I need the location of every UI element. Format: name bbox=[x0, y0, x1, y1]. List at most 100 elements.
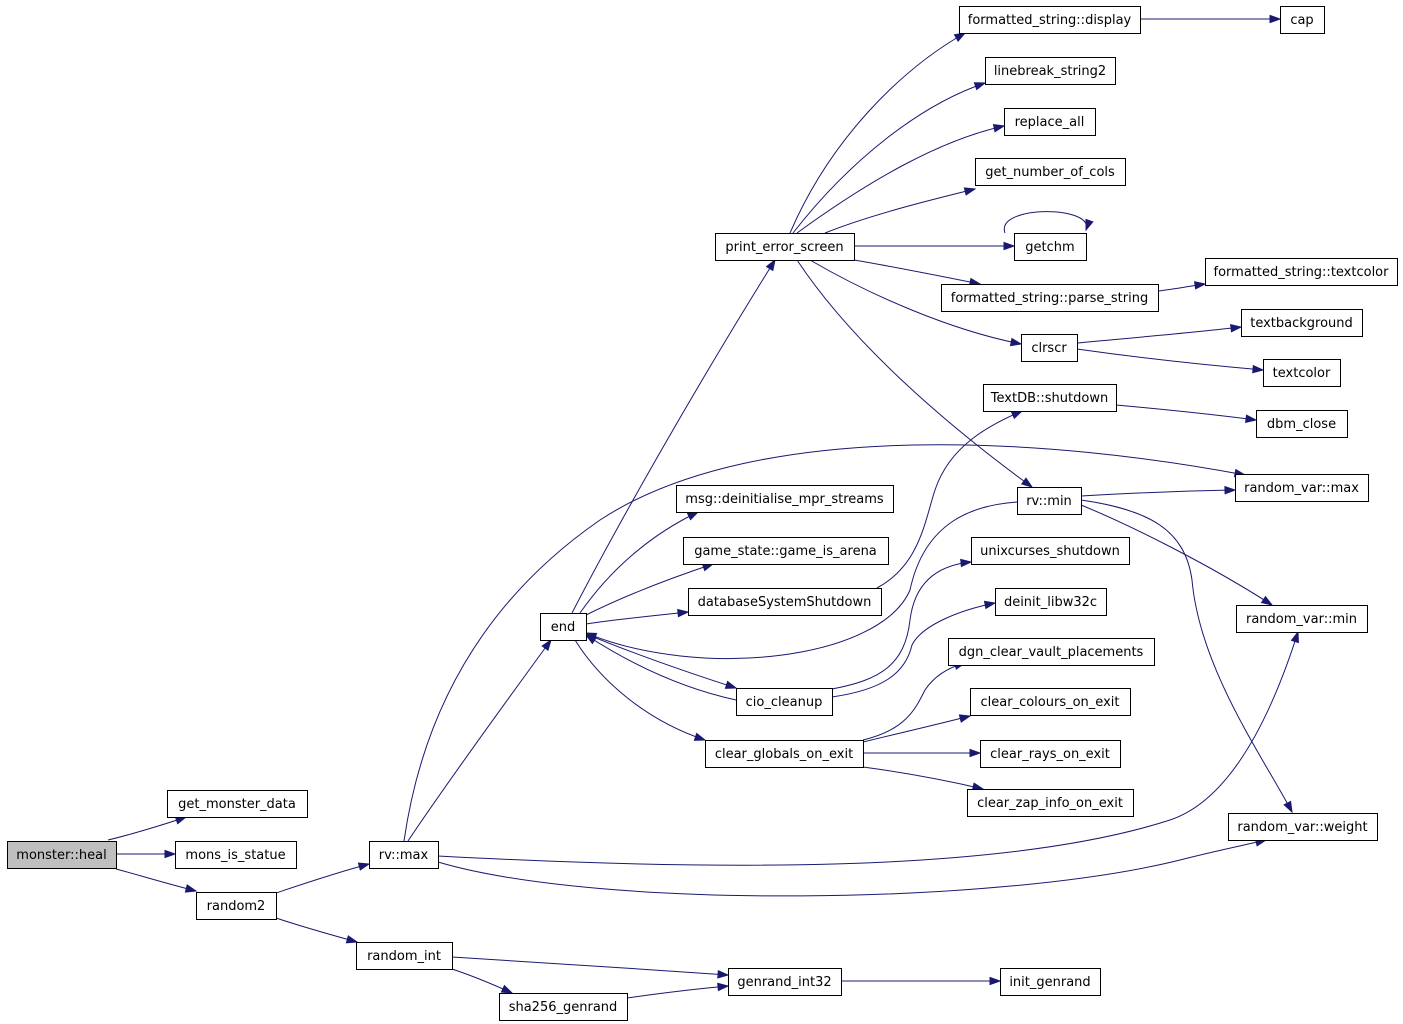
node-label: getchm bbox=[1025, 240, 1074, 255]
node-unixcurses[interactable]: unixcurses_shutdown bbox=[971, 537, 1130, 565]
node-label: end bbox=[551, 620, 576, 635]
node-label: monster::heal bbox=[16, 848, 106, 863]
node-box bbox=[1236, 605, 1368, 633]
node-random2[interactable]: random2 bbox=[196, 892, 277, 920]
edge-line bbox=[876, 410, 1023, 589]
edge-end-to-db_shutdown bbox=[585, 608, 690, 625]
edge-print_error_screen-to-fs_parse bbox=[853, 259, 982, 287]
arrowhead-icon bbox=[345, 935, 359, 944]
edge-print_error_screen-to-linebreak bbox=[792, 82, 987, 234]
node-label: rv::min bbox=[1026, 494, 1072, 509]
node-cio-cleanup[interactable]: cio_cleanup bbox=[736, 688, 833, 716]
edge-line bbox=[1076, 348, 1264, 371]
node-cap[interactable]: cap bbox=[1280, 6, 1325, 34]
node-label: formatted_string::parse_string bbox=[951, 291, 1148, 306]
arrowhead-icon bbox=[1260, 595, 1274, 606]
node-textcolor[interactable]: textcolor bbox=[1263, 359, 1341, 387]
node-linebreak[interactable]: linebreak_string2 bbox=[985, 57, 1116, 85]
node-label: random_int bbox=[367, 949, 441, 964]
node-label: dbm_close bbox=[1267, 417, 1336, 432]
node-clear-globals[interactable]: clear_globals_on_exit bbox=[705, 740, 864, 768]
node-label: clear_globals_on_exit bbox=[715, 747, 853, 762]
node-get-monster-data[interactable]: get_monster_data bbox=[167, 790, 308, 818]
edge-end-to-print_error_screen bbox=[571, 258, 776, 614]
node-msg-deinit[interactable]: msg::deinitialise_mpr_streams bbox=[676, 485, 894, 513]
node-randvar-max[interactable]: random_var::max bbox=[1235, 474, 1369, 502]
node-randvar-weight[interactable]: random_var::weight bbox=[1228, 813, 1378, 841]
node-deinit-libw32c[interactable]: deinit_libw32c bbox=[995, 588, 1107, 616]
arrowhead-icon bbox=[969, 748, 982, 758]
arrowhead-icon bbox=[953, 32, 967, 42]
node-box bbox=[1241, 309, 1363, 337]
arrowhead-icon bbox=[989, 976, 1002, 986]
edge-line bbox=[451, 956, 729, 976]
node-db-shutdown[interactable]: databaseSystemShutdown bbox=[688, 588, 882, 616]
node-random-int[interactable]: random_int bbox=[356, 942, 453, 970]
edge-line bbox=[862, 715, 971, 743]
edge-rv_min-to-randvar_max bbox=[1080, 485, 1237, 497]
node-replace-all[interactable]: replace_all bbox=[1004, 108, 1096, 136]
edge-line bbox=[1080, 499, 1293, 813]
node-label: linebreak_string2 bbox=[994, 64, 1106, 79]
node-label: genrand_int32 bbox=[737, 975, 831, 990]
edge-line bbox=[407, 639, 552, 842]
node-box bbox=[1000, 968, 1101, 996]
edge-line bbox=[585, 611, 689, 625]
node-box bbox=[975, 158, 1126, 186]
node-fs-display[interactable]: formatted_string::display bbox=[959, 6, 1141, 34]
node-dbm-close[interactable]: dbm_close bbox=[1256, 410, 1348, 438]
node-box bbox=[7, 841, 117, 869]
node-clear-colours[interactable]: clear_colours_on_exit bbox=[970, 688, 1131, 716]
node-genrand-int32[interactable]: genrand_int32 bbox=[728, 968, 842, 996]
node-get-number-of-cols[interactable]: get_number_of_cols bbox=[975, 158, 1126, 186]
node-getchm[interactable]: getchm bbox=[1014, 233, 1087, 261]
edge-line bbox=[831, 561, 972, 690]
node-box bbox=[1017, 487, 1082, 515]
node-label: msg::deinitialise_mpr_streams bbox=[685, 492, 884, 507]
call-graph-nodes: monster::heal get_monster_datamons_is_sta… bbox=[7, 6, 1398, 1021]
node-rv-min[interactable]: rv::min bbox=[1017, 487, 1082, 515]
arrowhead-icon bbox=[1269, 14, 1282, 24]
edge-line bbox=[1080, 504, 1273, 606]
node-dgn-clear[interactable]: dgn_clear_vault_placements bbox=[948, 638, 1155, 666]
node-clear-zap[interactable]: clear_zap_info_on_exit bbox=[967, 789, 1134, 817]
node-fs-textcolor[interactable]: formatted_string::textcolor bbox=[1205, 258, 1398, 286]
node-textbackground[interactable]: textbackground bbox=[1241, 309, 1363, 337]
node-randvar-min[interactable]: random_var::min bbox=[1236, 605, 1368, 633]
edge-random2-to-random_int bbox=[275, 917, 359, 944]
edge-line bbox=[585, 633, 737, 689]
node-sha256-genrand[interactable]: sha256_genrand bbox=[499, 993, 628, 1021]
arrowhead-icon bbox=[1085, 218, 1094, 232]
arrowhead-icon bbox=[1010, 410, 1024, 420]
node-box bbox=[1228, 813, 1378, 841]
edge-print_error_screen-to-fs_display bbox=[789, 32, 967, 234]
node-box bbox=[959, 6, 1141, 34]
node-end[interactable]: end bbox=[540, 613, 587, 641]
edge-line bbox=[585, 634, 737, 701]
edge-monster_heal-to-get_monster_data bbox=[107, 816, 188, 841]
node-label: sha256_genrand bbox=[509, 1000, 618, 1015]
node-textdb-shutdown[interactable]: TextDB::shutdown bbox=[983, 384, 1117, 412]
node-box bbox=[196, 892, 277, 920]
node-clrscr[interactable]: clrscr bbox=[1021, 334, 1078, 362]
node-game-is-arena[interactable]: game_state::game_is_arena bbox=[683, 537, 889, 565]
edge-line bbox=[796, 125, 1005, 234]
edge-line bbox=[571, 259, 776, 614]
node-label: formatted_string::textcolor bbox=[1214, 265, 1390, 280]
node-init-genrand[interactable]: init_genrand bbox=[1000, 968, 1101, 996]
edge-line bbox=[862, 662, 966, 741]
node-box bbox=[175, 841, 297, 869]
edge-line bbox=[1076, 326, 1242, 344]
node-print-error-screen[interactable]: print_error_screen bbox=[715, 233, 855, 261]
node-monster-heal[interactable]: monster::heal bbox=[7, 841, 117, 869]
edge-line bbox=[583, 563, 714, 617]
edge-line bbox=[115, 868, 197, 892]
arrowhead-icon bbox=[963, 187, 977, 196]
node-mons-is-statue[interactable]: mons_is_statue bbox=[175, 841, 297, 869]
node-label: replace_all bbox=[1015, 115, 1085, 130]
node-clear-rays[interactable]: clear_rays_on_exit bbox=[980, 740, 1121, 768]
node-box bbox=[676, 485, 894, 513]
node-fs-parse[interactable]: formatted_string::parse_string bbox=[941, 284, 1159, 312]
edge-textdb_shutdown-to-dbm_close bbox=[1115, 404, 1258, 423]
node-rv-max[interactable]: rv::max bbox=[369, 841, 439, 869]
